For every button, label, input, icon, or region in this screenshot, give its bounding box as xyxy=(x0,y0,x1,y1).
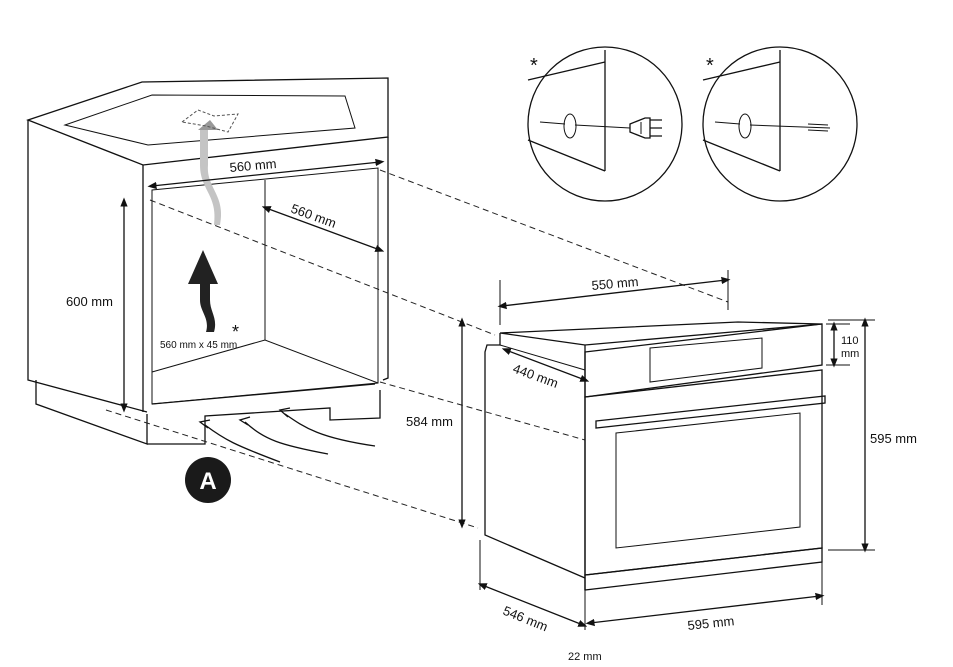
panel-height-label-line1: 110 xyxy=(841,335,859,347)
oven-depth-label: 546 mm xyxy=(501,603,550,635)
cool-air-flow xyxy=(198,407,376,463)
door-thickness-label: 22 mm xyxy=(568,651,602,663)
marker-a: A xyxy=(185,457,231,503)
detail-plug xyxy=(527,46,683,202)
detail-right-asterisk: * xyxy=(706,55,714,77)
oven-total-height-label: 595 mm xyxy=(870,431,917,446)
vent-asterisk: * xyxy=(232,322,239,342)
cabinet-height-label: 600 mm xyxy=(66,294,113,309)
oven-side-depth-label: 440 mm xyxy=(511,361,560,391)
hot-air-flow xyxy=(180,109,239,332)
vent-size-label: 560 mm x 45 mm xyxy=(160,340,237,351)
oven-body-height-label: 584 mm xyxy=(406,414,453,429)
cabinet-width-label: 560 mm xyxy=(229,156,277,175)
marker-a-label: A xyxy=(199,468,216,495)
oven-front-width-label: 595 mm xyxy=(687,613,735,633)
cabinet-depth-label: 560 mm xyxy=(289,201,338,231)
detail-left-asterisk: * xyxy=(530,55,538,77)
oven-top-width-label: 550 mm xyxy=(591,274,639,293)
panel-height-label-line2: mm xyxy=(841,348,859,360)
oven xyxy=(484,321,826,591)
detail-wire xyxy=(702,46,858,202)
